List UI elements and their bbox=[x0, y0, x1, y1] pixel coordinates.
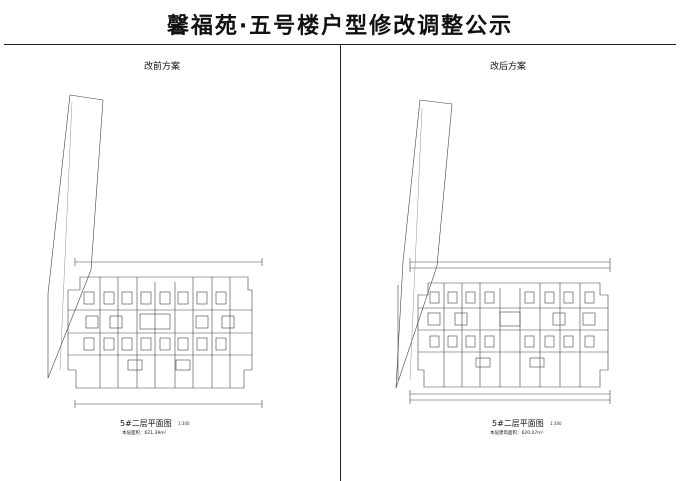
right-plan-scale: 1:300 bbox=[550, 421, 562, 426]
left-plan-scale: 1:300 bbox=[178, 421, 190, 426]
left-area-label: 本层面积： bbox=[122, 431, 145, 436]
right-plan-title: 5#二层平面图 bbox=[492, 419, 544, 428]
left-plan-title: 5#二层平面图 bbox=[120, 419, 172, 428]
right-floor-plan bbox=[395, 99, 611, 404]
left-plan-area: 本层面积：621.39m² bbox=[122, 430, 166, 436]
right-area-value: 620.07m² bbox=[521, 431, 544, 436]
left-floor-plan bbox=[47, 94, 263, 408]
right-plan-area: 本层建筑面积：620.07m² bbox=[490, 430, 543, 436]
right-area-label: 本层建筑面积： bbox=[490, 431, 522, 436]
page-title: 馨福苑·五号楼户型修改调整公示 bbox=[166, 14, 514, 39]
left-panel-caption: 改前方案 bbox=[144, 62, 181, 72]
right-panel-caption: 改后方案 bbox=[490, 62, 527, 72]
left-area-value: 621.39m² bbox=[144, 431, 167, 436]
panel-divider bbox=[340, 44, 341, 481]
